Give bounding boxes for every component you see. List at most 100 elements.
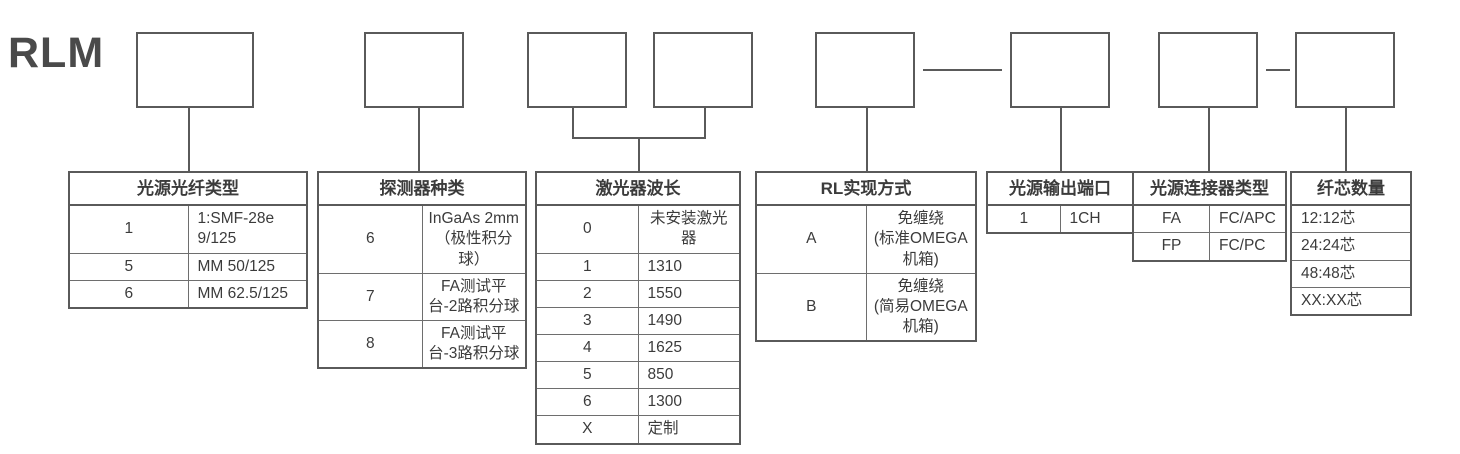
connector-wavelength-a xyxy=(572,108,574,138)
table-title-detector-type: 探测器种类 xyxy=(319,173,525,207)
row-desc-line1: InGaAs 2mm xyxy=(428,210,519,228)
table-row: 3 1490 xyxy=(537,306,739,335)
code-box-connector-type[interactable] xyxy=(1158,32,1258,108)
table-title-core-count: 纤芯数量 xyxy=(1292,173,1410,207)
table-row: 2 1550 xyxy=(537,279,739,308)
row-desc: MM 62.5/125 xyxy=(187,279,306,307)
table-row: X 定制 xyxy=(537,415,739,443)
table-row: 5 850 xyxy=(537,361,739,390)
row-code: 1 xyxy=(537,252,639,281)
table-row: 6 1300 xyxy=(537,388,739,417)
connector-rl-method xyxy=(866,108,868,172)
table-connector-type: 光源连接器类型 FA FC/APC FP FC/PC xyxy=(1132,171,1287,262)
table-title-laser-wavelength: 激光器波长 xyxy=(537,173,739,207)
table-row: 6 MM 62.5/125 xyxy=(70,279,306,307)
row-desc: 12:12芯 xyxy=(1292,204,1410,234)
row-desc-line1: 免缠绕 xyxy=(897,277,944,295)
table-row: 1 1310 xyxy=(537,252,739,281)
row-code: 5 xyxy=(70,252,189,281)
table-laser-wavelength: 激光器波长 0 未安装激光器 1 1310 2 1550 3 1490 4 16… xyxy=(535,171,741,445)
table-row: A 免缠绕 (标准OMEGA机箱) xyxy=(757,204,975,274)
code-box-wavelength-a[interactable] xyxy=(527,32,627,108)
connector-core-count xyxy=(1345,108,1347,172)
row-code: 5 xyxy=(537,361,639,390)
row-desc: MM 50/125 xyxy=(187,252,306,281)
row-code: 7 xyxy=(319,272,423,321)
table-row: 1 1CH xyxy=(988,204,1132,233)
row-desc: 1550 xyxy=(637,279,739,308)
part-number-prefix: RLM xyxy=(8,29,105,77)
table-row: 6 InGaAs 2mm （极性积分球） xyxy=(319,204,525,274)
table-rl-method: RL实现方式 A 免缠绕 (标准OMEGA机箱) B 免缠绕 (简易OMEGA机… xyxy=(755,171,977,343)
code-box-wavelength-b[interactable] xyxy=(653,32,753,108)
table-row: 12:12芯 xyxy=(1292,204,1410,234)
table-title-connector-type: 光源连接器类型 xyxy=(1134,173,1285,207)
table-core-count: 纤芯数量 12:12芯 24:24芯 48:48芯 XX:XX芯 xyxy=(1290,171,1412,316)
table-title-output-port: 光源输出端口 xyxy=(988,173,1132,207)
row-code: X xyxy=(537,415,639,443)
code-box-fiber-type[interactable] xyxy=(136,32,254,108)
row-desc: 未安装激光器 xyxy=(637,204,739,254)
table-row: 0 未安装激光器 xyxy=(537,204,739,254)
row-code: 6 xyxy=(70,279,189,307)
table-title-rl-method: RL实现方式 xyxy=(757,173,975,207)
row-code: 0 xyxy=(537,204,639,254)
row-desc: 1490 xyxy=(637,306,739,335)
table-row: 48:48芯 xyxy=(1292,259,1410,288)
row-desc: 定制 xyxy=(637,415,739,443)
row-code: FA xyxy=(1134,204,1210,234)
table-row: 7 FA测试平台-2路积分球 xyxy=(319,272,525,321)
table-row: 1 1:SMF-28e 9/125 xyxy=(70,204,306,254)
row-desc-line2: (简易OMEGA机箱) xyxy=(873,297,968,335)
table-row: FP FC/PC xyxy=(1134,232,1285,260)
row-code: 6 xyxy=(319,204,423,274)
row-code: A xyxy=(757,204,867,274)
separator-dash-2 xyxy=(1266,69,1290,71)
table-output-port: 光源输出端口 1 1CH xyxy=(986,171,1134,235)
code-box-detector[interactable] xyxy=(364,32,464,108)
table-row: B 免缠绕 (简易OMEGA机箱) xyxy=(757,272,975,341)
row-code: 3 xyxy=(537,306,639,335)
row-code: 4 xyxy=(537,333,639,363)
row-desc: 48:48芯 xyxy=(1292,259,1410,288)
row-code: 2 xyxy=(537,279,639,308)
table-fiber-type: 光源光纤类型 1 1:SMF-28e 9/125 5 MM 50/125 6 M… xyxy=(68,171,308,309)
table-row: 8 FA测试平台-3路积分球 xyxy=(319,319,525,368)
row-desc: 1:SMF-28e 9/125 xyxy=(187,204,306,254)
table-row: 5 MM 50/125 xyxy=(70,252,306,281)
row-desc: 免缠绕 (标准OMEGA机箱) xyxy=(865,204,975,274)
code-box-output-port[interactable] xyxy=(1010,32,1110,108)
separator-dash-1 xyxy=(923,69,1002,71)
row-code: 1 xyxy=(70,204,189,254)
connector-wavelength-b xyxy=(704,108,706,138)
code-box-core-count[interactable] xyxy=(1295,32,1395,108)
table-row: 4 1625 xyxy=(537,333,739,363)
row-desc: 850 xyxy=(637,361,739,390)
row-desc: XX:XX芯 xyxy=(1292,286,1410,314)
row-code: FP xyxy=(1134,232,1210,260)
row-desc: 1625 xyxy=(637,333,739,363)
connector-output-port xyxy=(1060,108,1062,172)
row-desc: 1310 xyxy=(637,252,739,281)
row-code: 8 xyxy=(319,319,423,368)
row-desc: 1300 xyxy=(637,388,739,417)
row-desc: FA测试平台-2路积分球 xyxy=(421,272,525,321)
connector-connector-type xyxy=(1208,108,1210,172)
connector-detector xyxy=(418,108,420,172)
row-code: 6 xyxy=(537,388,639,417)
row-code: B xyxy=(757,272,867,341)
row-desc: 1CH xyxy=(1059,204,1132,233)
code-box-rl-method[interactable] xyxy=(815,32,915,108)
row-desc-line2: （极性积分球） xyxy=(434,230,513,268)
row-desc: FA测试平台-3路积分球 xyxy=(421,319,525,368)
row-desc: FC/PC xyxy=(1209,232,1285,260)
row-desc: 免缠绕 (简易OMEGA机箱) xyxy=(865,272,975,341)
table-detector-type: 探测器种类 6 InGaAs 2mm （极性积分球） 7 FA测试平台-2路积分… xyxy=(317,171,527,370)
row-code: 1 xyxy=(988,204,1061,233)
row-desc: InGaAs 2mm （极性积分球） xyxy=(421,204,525,274)
connector-wavelength-stem xyxy=(638,137,640,172)
table-row: XX:XX芯 xyxy=(1292,286,1410,314)
table-row: FA FC/APC xyxy=(1134,204,1285,234)
row-desc: 24:24芯 xyxy=(1292,232,1410,261)
